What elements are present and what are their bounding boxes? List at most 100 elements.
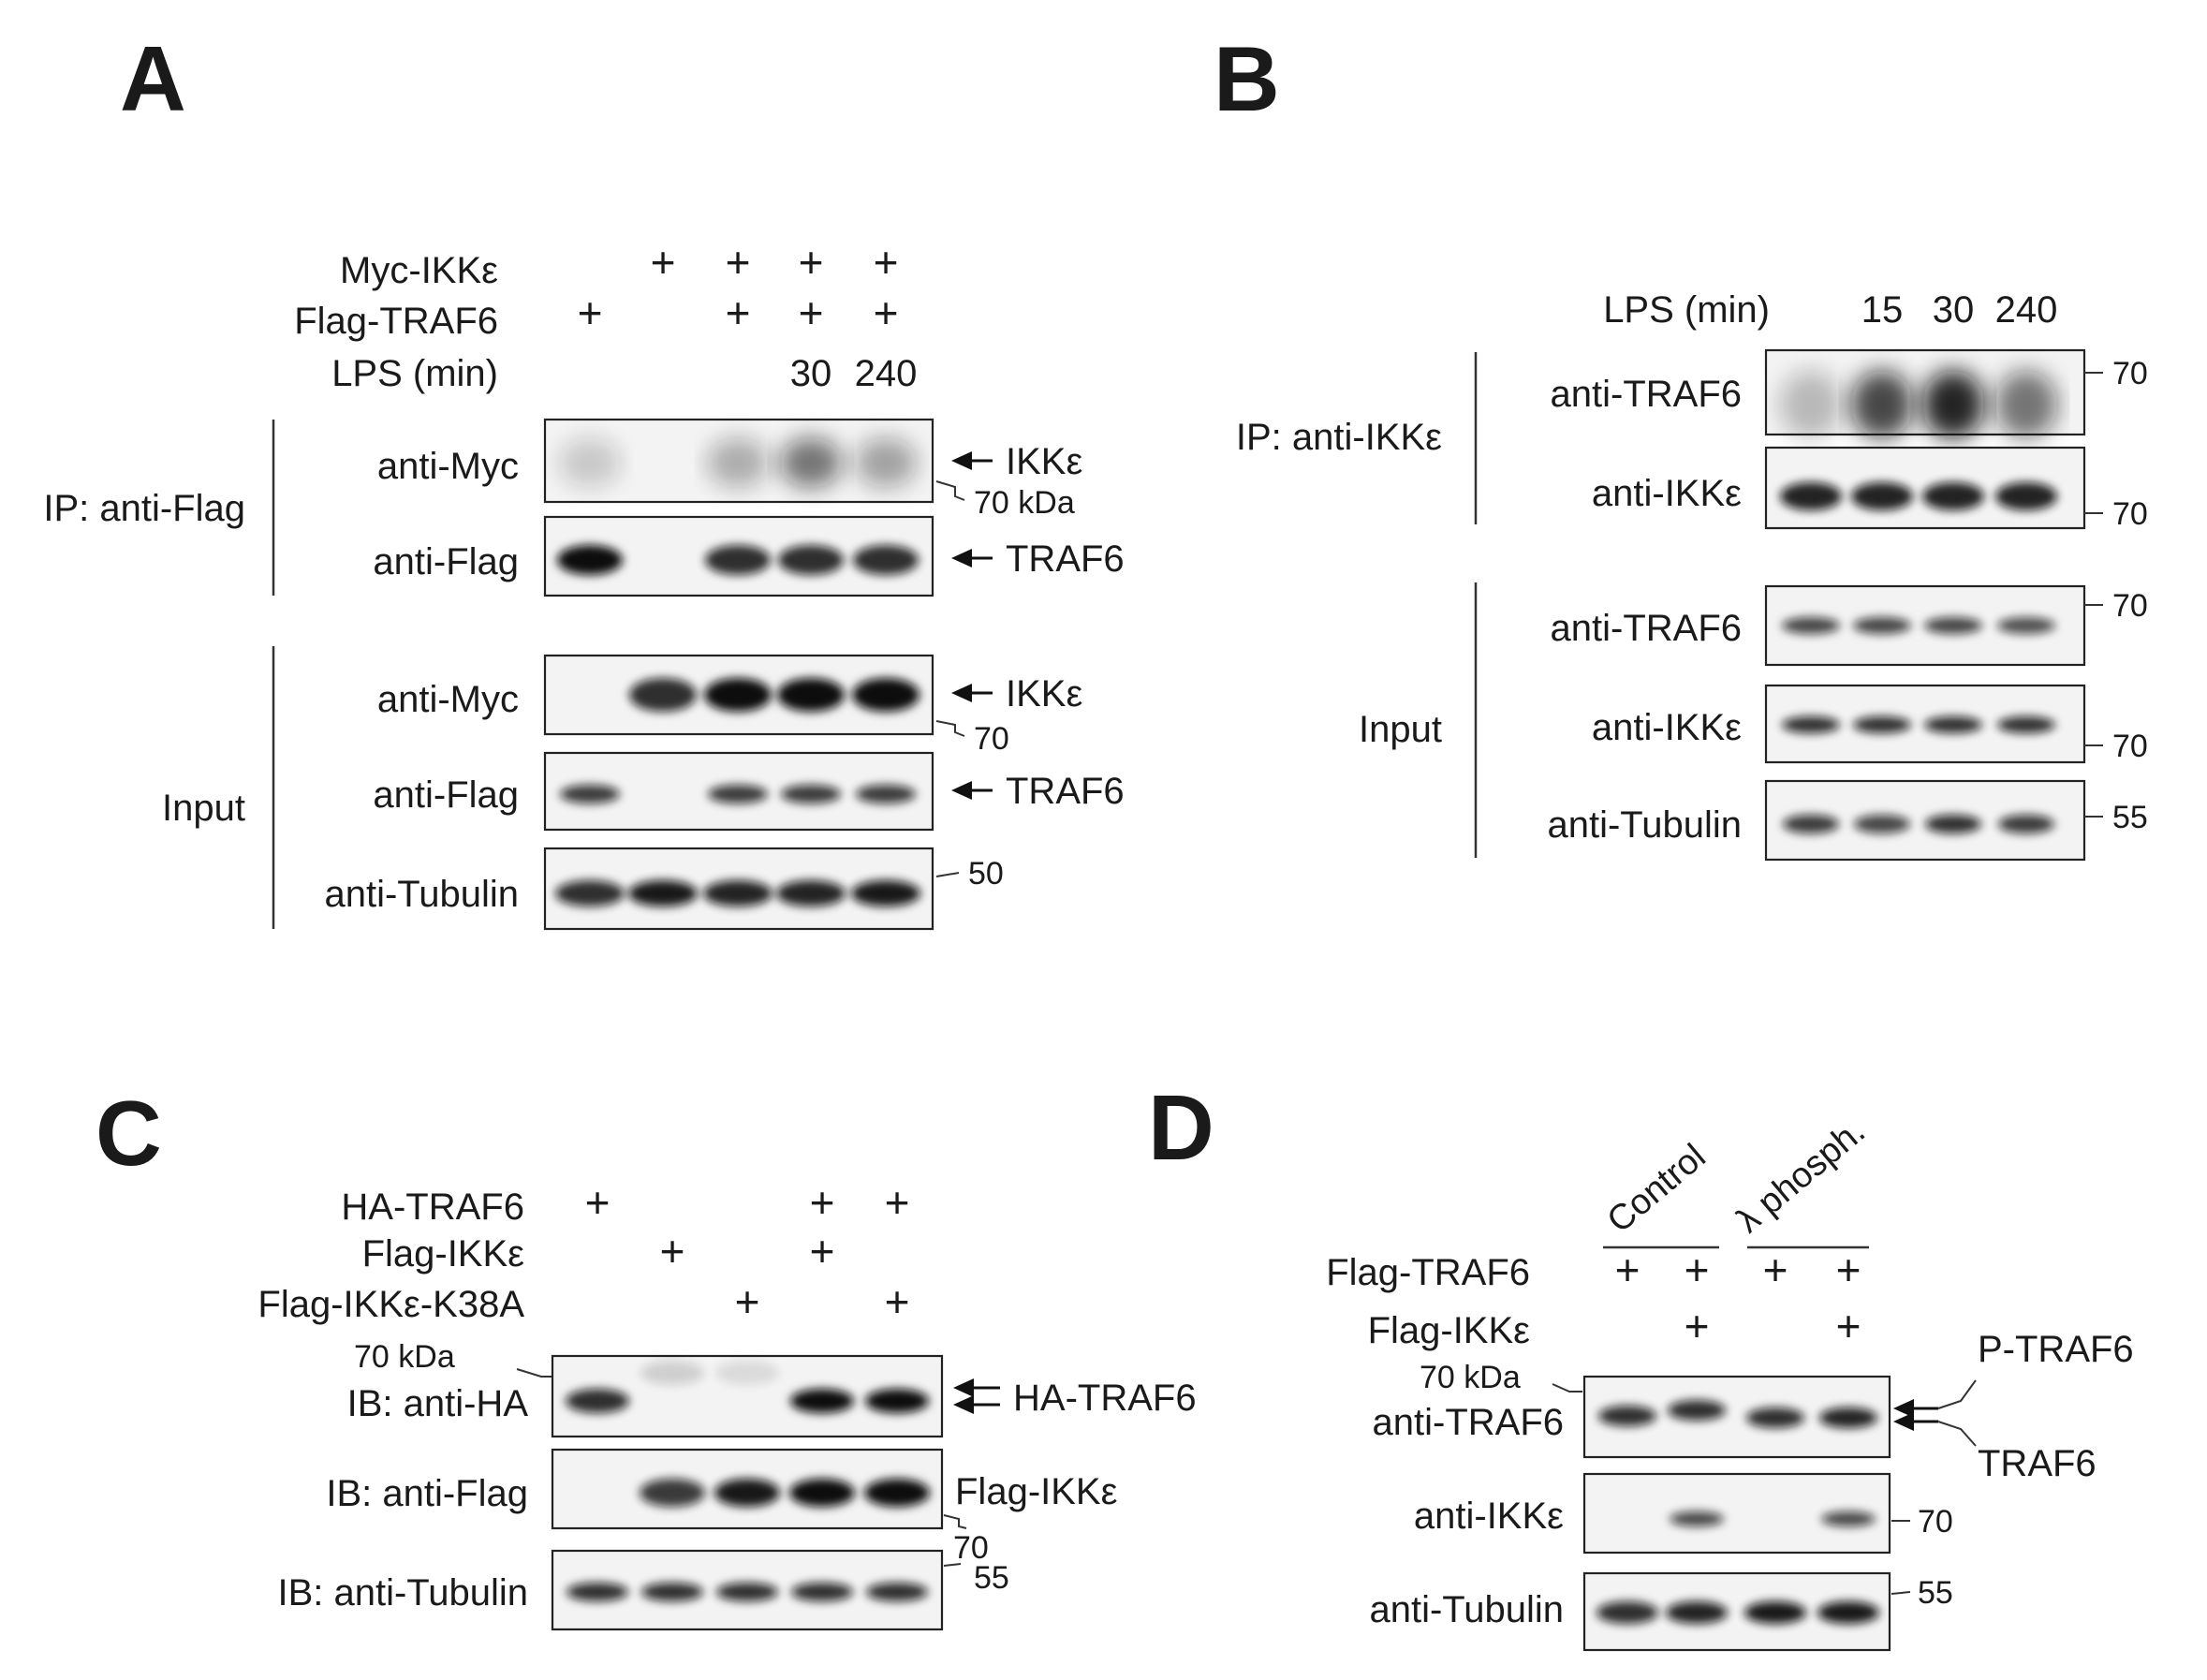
antibody-label: IB: anti-Tubulin	[277, 1572, 528, 1614]
band	[1780, 482, 1842, 510]
marker-tick	[943, 1514, 967, 1529]
band	[853, 545, 919, 575]
arrow-connector	[1937, 1421, 1977, 1447]
band	[1851, 371, 1913, 438]
lane-mark: +	[726, 238, 751, 287]
band	[1668, 1400, 1726, 1421]
lane-marks-flag-ikke: ++	[1685, 1302, 1861, 1350]
marker-tick	[516, 1368, 552, 1378]
marker-tick	[935, 480, 965, 501]
marker-70: 70	[953, 1530, 989, 1566]
band	[714, 1479, 780, 1507]
lane-mark: +	[1836, 1245, 1861, 1294]
marker-tick	[935, 720, 965, 737]
antibody-label: anti-Tubulin	[1547, 804, 1742, 846]
band	[628, 880, 698, 906]
band-arrow-lower	[953, 1395, 1000, 1414]
band-arrow-traf6	[951, 549, 993, 567]
lane-mark: +	[735, 1277, 760, 1326]
bands-c-anti-tubulin	[566, 1583, 928, 1601]
band	[780, 437, 842, 488]
group-label-ip-anti-flag: IP: anti-Flag	[43, 488, 245, 529]
marker-tick	[935, 872, 960, 877]
lane-mark: +	[1763, 1245, 1788, 1294]
arrow-label-ikke: IKKε	[1006, 441, 1082, 482]
lane-mark: +	[799, 238, 824, 287]
lane-mark: +	[874, 238, 899, 287]
marker-tick	[1891, 1591, 1911, 1595]
antibody-label: anti-Flag	[373, 541, 519, 582]
marker-70: 70	[2112, 588, 2148, 624]
band	[1780, 371, 1842, 438]
condition-label-flag-ikke: Flag-IKKε	[362, 1233, 525, 1275]
band	[560, 785, 620, 803]
band	[1997, 716, 2055, 733]
condition-label-lps: LPS (min)	[1603, 289, 1770, 331]
panel-b-letter: B	[1214, 27, 1280, 130]
marker-55: 55	[974, 1560, 1009, 1596]
marker-55: 55	[2112, 800, 2148, 835]
lane-mark: +	[1836, 1302, 1861, 1350]
arrow-label-traf6: TRAF6	[1006, 771, 1125, 812]
band	[1817, 1601, 1879, 1624]
band	[866, 1583, 928, 1601]
condition-label-ha-traf6: HA-TRAF6	[341, 1186, 524, 1228]
antibody-label: anti-Myc	[377, 446, 519, 487]
band	[1854, 815, 1910, 833]
antibody-label: anti-Myc	[377, 679, 519, 720]
bands-a-input-anti-flag	[560, 785, 916, 803]
bands-b-input-anti-ikke	[1782, 716, 2055, 733]
antibody-label: anti-IKKε	[1592, 473, 1742, 514]
band	[640, 1479, 705, 1507]
band	[707, 437, 769, 488]
panel-d: D Control λ phosph. Flag-TRAF6 Flag-IKKε…	[1148, 1076, 2134, 1652]
lane-mark: +	[578, 288, 603, 337]
lane-mark: 240	[1995, 289, 2058, 331]
band	[777, 678, 845, 712]
band	[1853, 716, 1911, 733]
bands-d-anti-traf6	[1598, 1400, 1877, 1428]
band	[1922, 371, 1984, 438]
marker-70: 70	[1918, 1504, 1953, 1540]
band	[790, 1389, 854, 1413]
arrow-connector	[1937, 1379, 1977, 1409]
lane-mark: +	[810, 1178, 835, 1227]
bands-a-ip-anti-myc	[559, 437, 917, 488]
marker-70: 70	[2112, 356, 2148, 391]
band	[1853, 617, 1911, 634]
lane-mark: +	[660, 1227, 685, 1275]
lane-mark: +	[585, 1178, 611, 1227]
band	[1596, 1601, 1658, 1624]
band	[1746, 1407, 1804, 1428]
panel-a-letter: A	[120, 27, 186, 130]
band	[703, 880, 772, 906]
arrow-label-ikke: IKKε	[1006, 673, 1082, 715]
bands-b-input-anti-traf6	[1782, 617, 2055, 634]
antibody-label: anti-Flag	[373, 774, 519, 816]
lane-mark: +	[799, 288, 824, 337]
band-arrow-upper	[953, 1378, 1000, 1397]
band	[716, 1583, 778, 1601]
band-arrow-ikke	[951, 451, 993, 470]
antibody-label: IB: anti-HA	[347, 1383, 529, 1424]
condition-label-flag-traf6: Flag-TRAF6	[294, 301, 498, 342]
marker-tick	[1552, 1383, 1582, 1393]
band	[1995, 482, 2057, 510]
band	[1997, 617, 2055, 634]
marker-50: 50	[968, 856, 1004, 892]
band	[708, 785, 768, 803]
bands-b-ip-anti-ikke	[1780, 482, 2057, 510]
band	[641, 1583, 703, 1601]
arrow-label-flag-ikke: Flag-IKKε	[955, 1471, 1118, 1512]
marker-tick	[943, 1563, 962, 1567]
band	[852, 678, 920, 712]
band	[1670, 1511, 1724, 1526]
band	[629, 678, 697, 712]
band	[1924, 617, 1982, 634]
band	[864, 1479, 930, 1507]
arrow-label-ha-traf6: HA-TRAF6	[1013, 1378, 1197, 1419]
band	[778, 545, 844, 575]
bands-b-input-anti-tubulin	[1783, 815, 2054, 833]
band	[789, 1479, 855, 1507]
